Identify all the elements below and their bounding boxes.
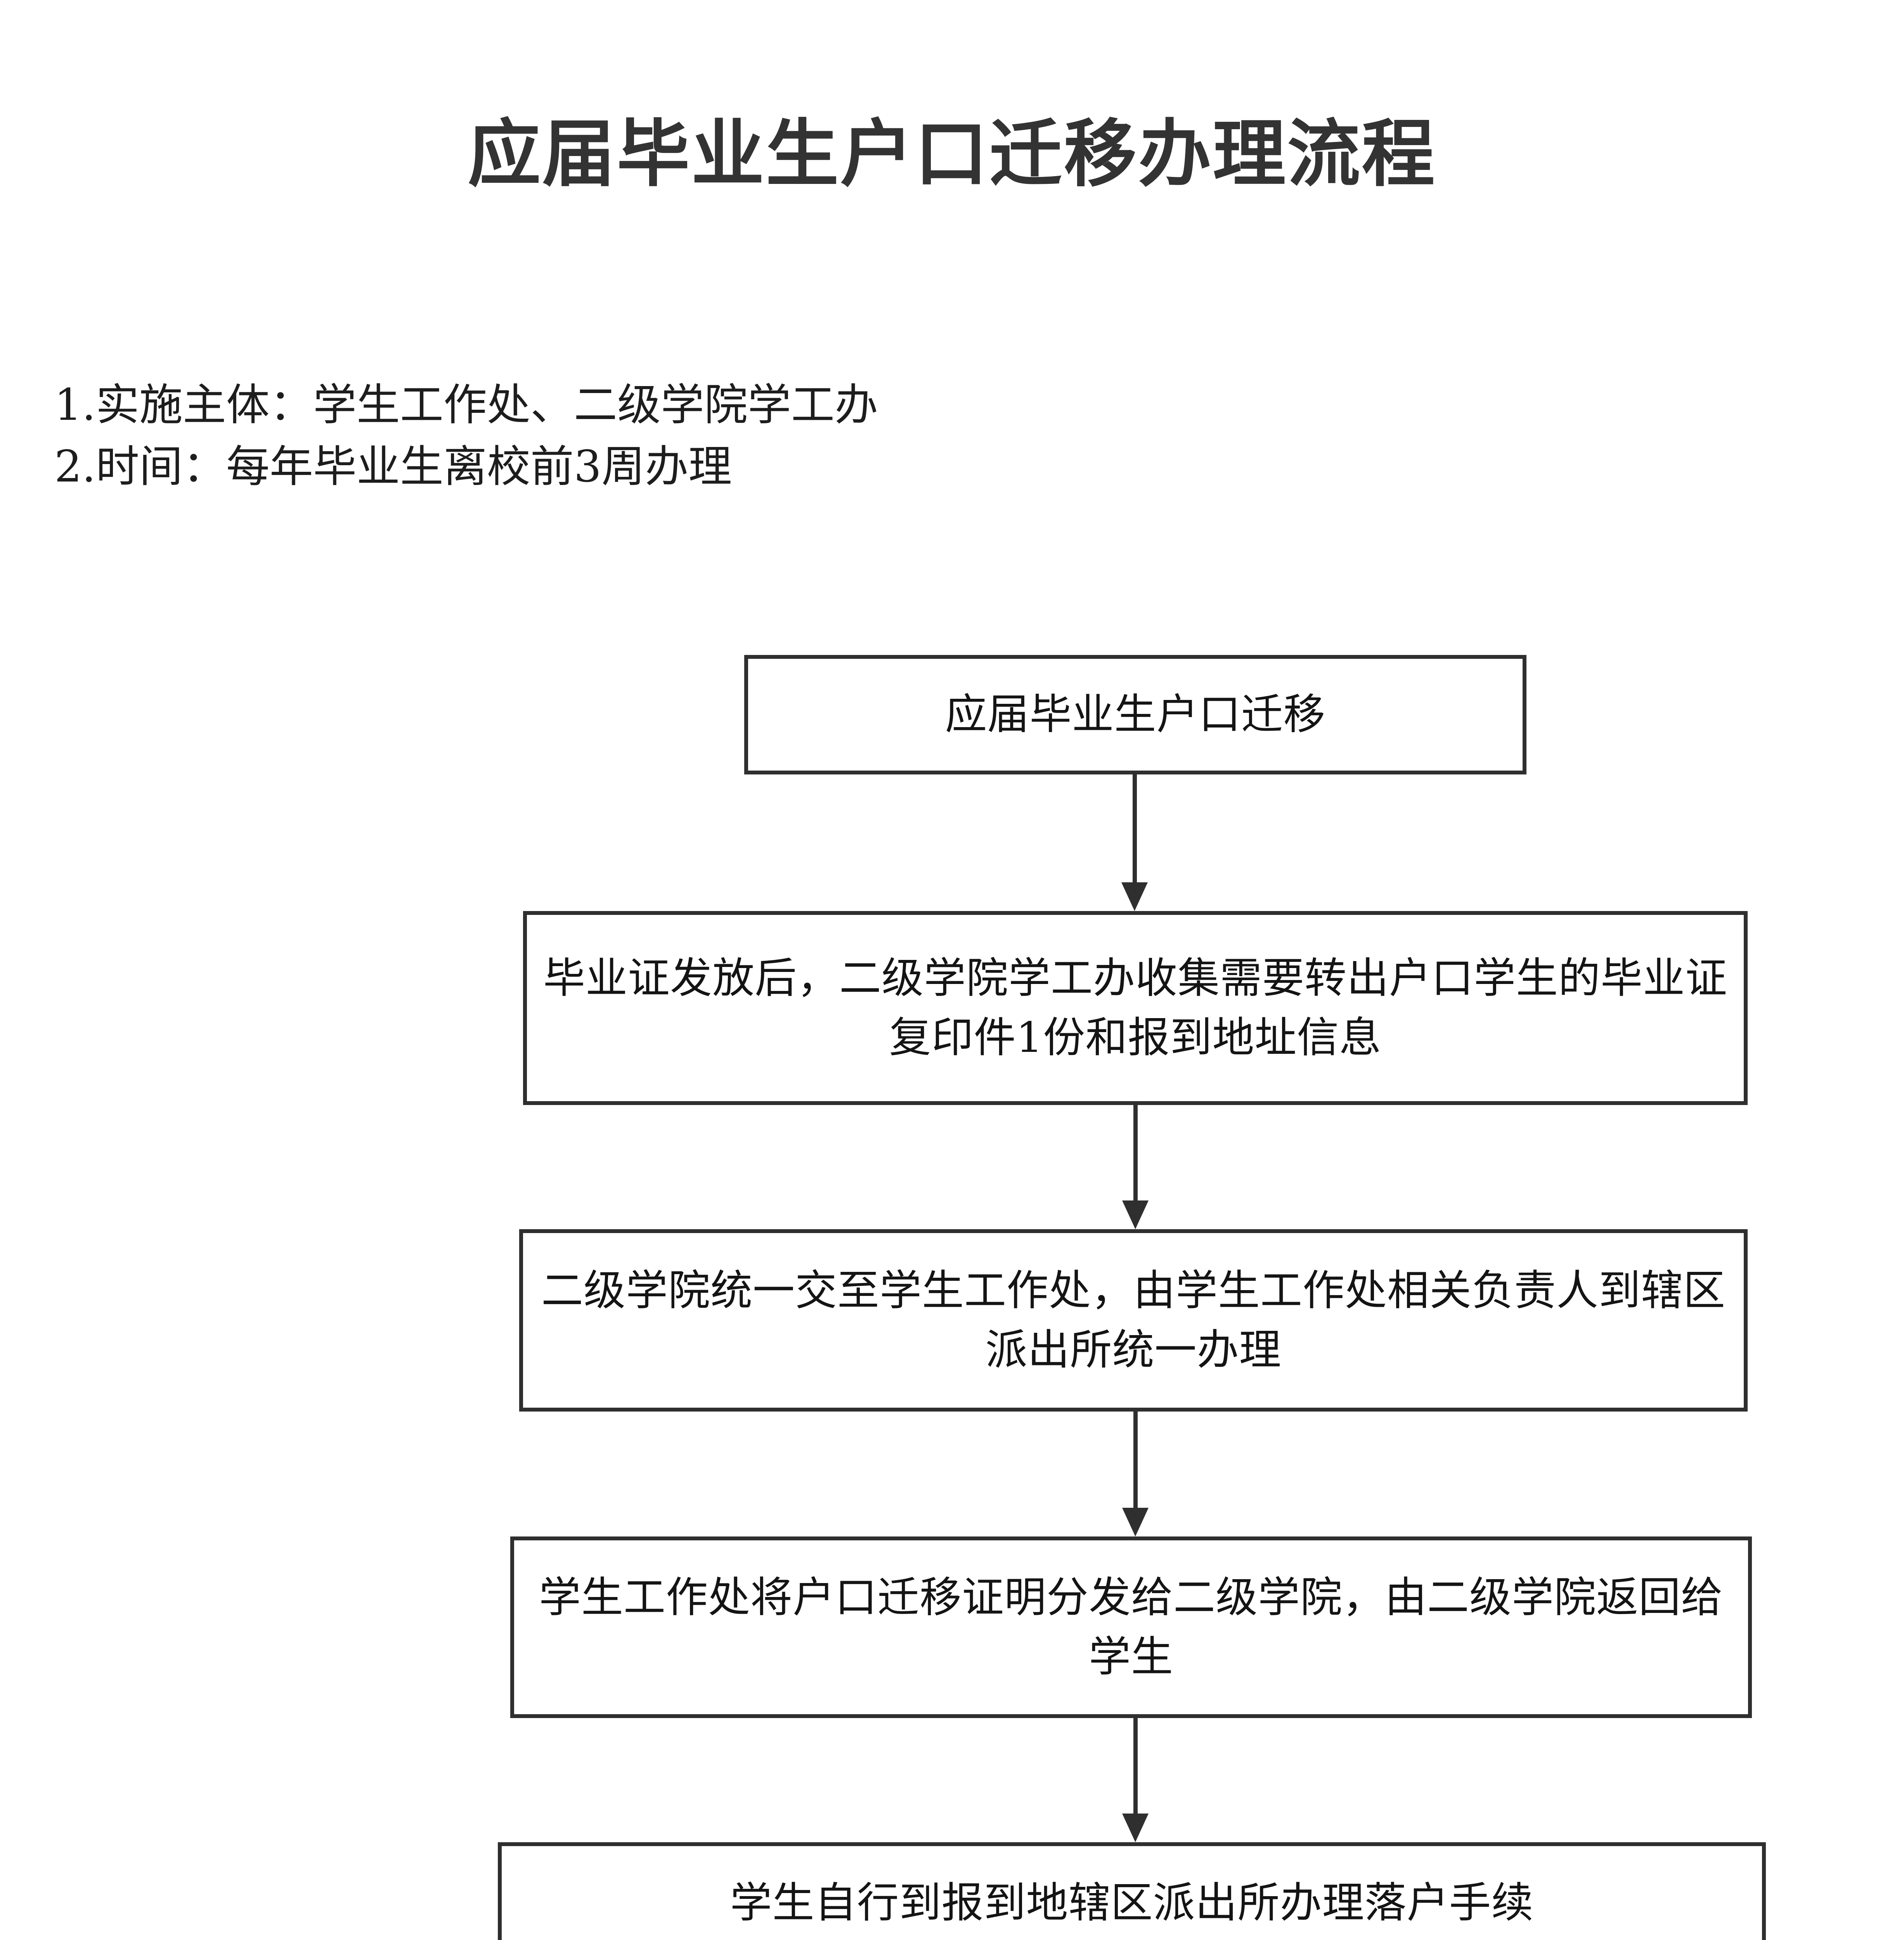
- flow-node-3-label: 二级学院统一交至学生工作处，由学生工作处相关负责人到辖区派出所统一办理: [541, 1266, 1726, 1374]
- flow-node-1: 应届毕业生户口迁移: [744, 655, 1526, 774]
- connector-3-line: [1133, 1412, 1138, 1509]
- flow-node-2-label: 毕业证发放后，二级学院学工办收集需要转出户口学生的毕业证复印件1份和报到地址信息: [543, 954, 1727, 1062]
- flow-node-4-label: 学生工作处将户口迁移证明分发给二级学院，由二级学院返回给学生: [539, 1573, 1723, 1681]
- connector-1-line: [1133, 774, 1137, 884]
- arrow-head-icon: [1122, 1200, 1149, 1229]
- connector-1-arrow-down: [1111, 774, 1158, 911]
- connector-2-line: [1133, 1105, 1138, 1201]
- arrow-head-icon: [1121, 882, 1148, 911]
- connector-3-arrow-down: [1112, 1412, 1159, 1536]
- flow-node-5-label: 学生自行到报到地辖区派出所办理落户手续: [730, 1879, 1534, 1928]
- page-title: 应届毕业生户口迁移办理流程: [468, 112, 1436, 197]
- intro-note-2: 2.时间：每年毕业生离校前3周办理: [54, 442, 732, 492]
- arrow-head-icon: [1122, 1814, 1149, 1842]
- intro-note-1: 1.实施主体：学生工作处、二级学院学工办: [54, 380, 878, 430]
- connector-2-arrow-down: [1112, 1105, 1159, 1229]
- flow-node-2: 毕业证发放后，二级学院学工办收集需要转出户口学生的毕业证复印件1份和报到地址信息: [523, 911, 1748, 1105]
- flow-node-4: 学生工作处将户口迁移证明分发给二级学院，由二级学院返回给学生: [510, 1536, 1752, 1718]
- intro-notes: 1.实施主体：学生工作处、二级学院学工办 2.时间：每年毕业生离校前3周办理: [54, 374, 878, 498]
- connector-4-arrow-down: [1112, 1718, 1159, 1842]
- connector-4-line: [1133, 1718, 1138, 1814]
- arrow-head-icon: [1122, 1508, 1149, 1536]
- flow-node-5: 学生自行到报到地辖区派出所办理落户手续: [498, 1842, 1766, 1940]
- flow-node-1-label: 应届毕业生户口迁移: [945, 690, 1326, 739]
- flow-node-3: 二级学院统一交至学生工作处，由学生工作处相关负责人到辖区派出所统一办理: [519, 1229, 1748, 1412]
